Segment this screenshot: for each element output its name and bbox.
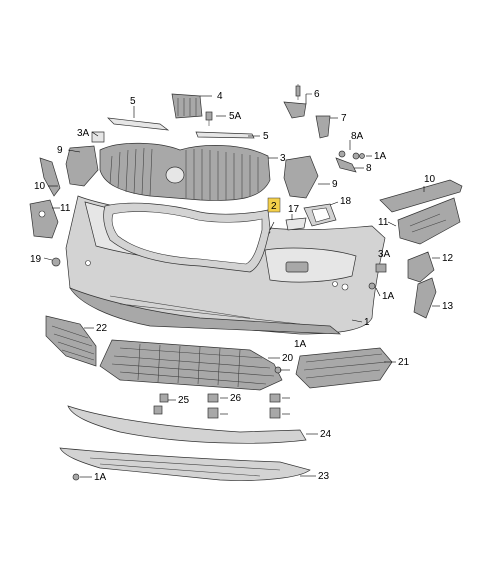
callout-8: 8 xyxy=(366,163,372,174)
clip-5a[interactable] xyxy=(205,111,213,126)
callout-15: 18 xyxy=(340,196,352,207)
callout-5-b: 5 xyxy=(263,131,269,142)
spoiler-21[interactable] xyxy=(67,405,307,444)
callout-5-a: 5 xyxy=(130,96,136,107)
callout-2: 2 xyxy=(271,201,277,212)
clip-26[interactable] xyxy=(269,407,281,419)
side-bracket-12[interactable] xyxy=(375,251,435,283)
callout-19: 22 xyxy=(96,323,108,334)
callout-17: 20 xyxy=(282,353,294,364)
strip-5-right[interactable] xyxy=(195,131,255,139)
screw-1a-right[interactable] xyxy=(368,282,376,290)
clip-22[interactable] xyxy=(153,393,169,415)
callout-16: 19 xyxy=(30,254,42,265)
callout-23: 26 xyxy=(230,393,242,404)
callout-11-left: 11 xyxy=(60,203,71,214)
callout-10-right: 10 xyxy=(424,174,436,185)
callout-22: 25 xyxy=(178,395,190,406)
callout-5a: 5A xyxy=(229,111,242,122)
callout-3a-left: 3A xyxy=(77,128,90,139)
callout-12: 12 xyxy=(442,253,454,264)
fog-light-trim-15[interactable] xyxy=(303,203,337,227)
callout-11-right: 11 xyxy=(378,217,389,228)
underbody-guard-20[interactable] xyxy=(59,447,311,481)
trim-strip-4[interactable] xyxy=(171,93,203,119)
side-bracket-11-left[interactable] xyxy=(29,199,59,239)
callout-6: 6 xyxy=(314,89,320,100)
lower-grille-center-17[interactable] xyxy=(99,339,283,391)
upper-grille[interactable] xyxy=(99,142,271,201)
callout-10-left: 10 xyxy=(34,181,46,192)
strip-5-left[interactable] xyxy=(107,117,170,131)
callout-9-left: 9 xyxy=(57,145,63,156)
bracket-6[interactable] xyxy=(283,84,307,119)
side-bracket-11-right[interactable] xyxy=(397,197,461,245)
callout-3a-right: 3A xyxy=(378,249,391,260)
callout-20: 23 xyxy=(318,471,330,482)
screw-1a-top[interactable] xyxy=(359,153,365,159)
grille-frame[interactable] xyxy=(103,202,271,273)
callout-9-right: 9 xyxy=(332,179,338,190)
callout-18: 21 xyxy=(398,357,410,368)
callout-1a-right: 1A xyxy=(382,291,395,302)
callout-1a-bottom: 1A xyxy=(94,472,107,483)
side-bracket-10-right[interactable] xyxy=(379,179,463,213)
bracket-7[interactable] xyxy=(315,115,331,139)
callout-labels: 5 4 5A 5 6 7 3A 9 10 11 19 3 2 17 18 9 8… xyxy=(30,89,454,483)
bracket-14[interactable] xyxy=(285,217,307,231)
side-bracket-10-left[interactable] xyxy=(39,157,61,197)
sensor-holder-8[interactable] xyxy=(335,150,360,173)
screw-1a-bottom[interactable] xyxy=(72,473,80,481)
leader-lines xyxy=(43,93,440,478)
callout-8a: 8A xyxy=(351,131,364,142)
clip-23[interactable] xyxy=(207,393,219,403)
callout-7: 7 xyxy=(341,113,347,124)
lower-grille-right-18[interactable] xyxy=(295,347,393,389)
callout-1: 1 xyxy=(364,317,370,328)
callout-4: 4 xyxy=(217,91,223,102)
lower-grille-left-19[interactable] xyxy=(45,315,97,367)
clip-24[interactable] xyxy=(207,407,219,419)
side-bracket-9-right[interactable] xyxy=(283,155,319,199)
callout-21: 24 xyxy=(320,429,332,440)
clip-16[interactable] xyxy=(51,257,61,267)
callout-13: 13 xyxy=(442,301,454,312)
callout-14: 17 xyxy=(288,204,300,215)
side-bracket-9-left[interactable] xyxy=(65,145,99,187)
clip-25[interactable] xyxy=(269,393,281,403)
side-bracket-13[interactable] xyxy=(413,277,437,319)
callout-1a-top: 1A xyxy=(374,151,387,162)
callout-3: 3 xyxy=(280,153,286,164)
callout-1a-center: 1A xyxy=(294,339,307,350)
highlight-box-2 xyxy=(267,197,281,213)
side-bracket-3a-left[interactable] xyxy=(91,131,105,143)
